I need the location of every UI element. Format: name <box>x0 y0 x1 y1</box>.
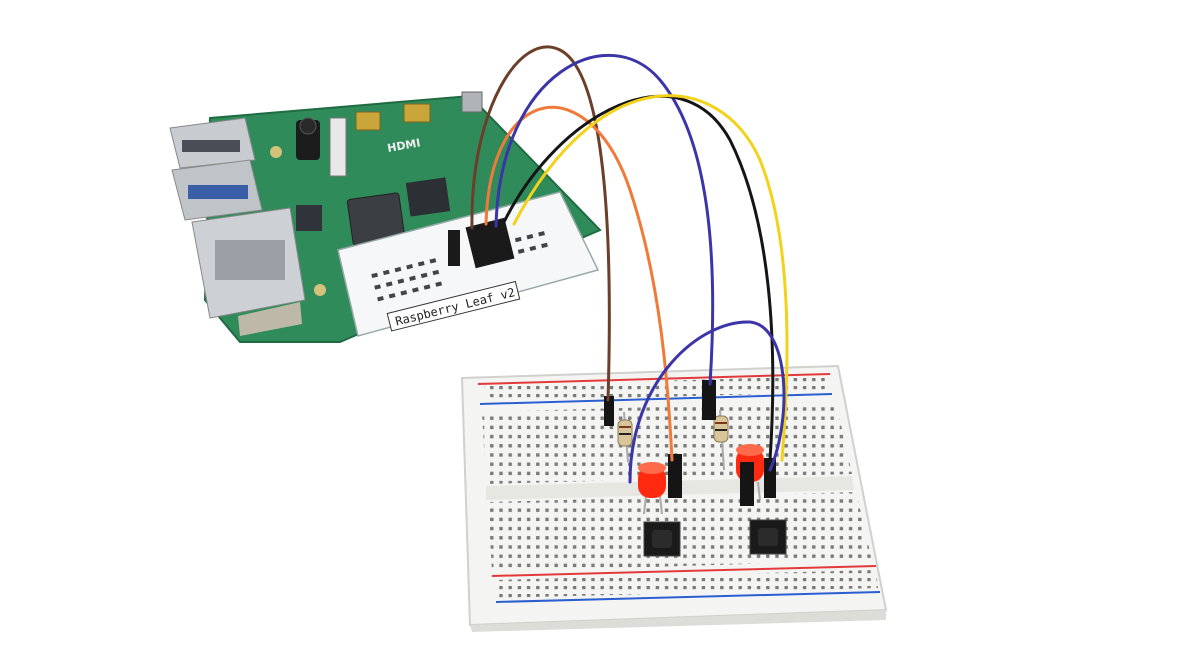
mount-hole <box>314 284 326 296</box>
black-wire <box>502 94 775 462</box>
purple-wire <box>494 53 715 386</box>
resistor <box>617 411 633 463</box>
ethernet-port <box>191 207 306 336</box>
push-button <box>749 519 787 555</box>
small-chip <box>296 205 322 231</box>
camera-connector <box>329 117 347 177</box>
breadboard <box>460 364 888 632</box>
audio-jack <box>296 117 320 160</box>
brown-wire <box>470 45 611 402</box>
jumper-wires <box>470 45 789 484</box>
gpio-header <box>448 217 515 269</box>
terminal-strip-upper <box>482 402 852 484</box>
red-led <box>638 462 666 515</box>
purple-wire-short <box>628 320 786 484</box>
bottom-power-rail <box>491 565 881 603</box>
jumper-pins <box>604 380 776 506</box>
ram-chip <box>405 177 451 217</box>
resistor <box>713 409 729 471</box>
hdmi-silkscreen: HDMI <box>386 136 421 155</box>
yellow-wire <box>512 94 789 462</box>
hdmi-ports <box>355 91 483 131</box>
push-button <box>643 521 681 557</box>
mount-hole <box>270 146 282 158</box>
usb-ports <box>169 117 263 221</box>
raspberry-leaf-card: Raspberry Leaf v2 <box>337 191 600 337</box>
raspberry-pi-board: HDMI <box>169 91 602 343</box>
